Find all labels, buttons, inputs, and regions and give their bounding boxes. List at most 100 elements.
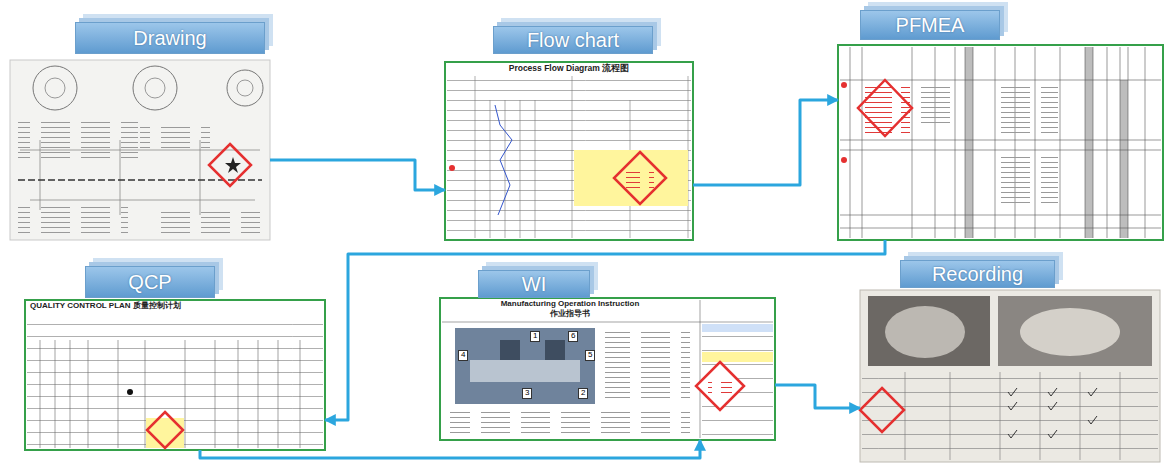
sheet-title: Process Flow Diagram 流程图: [445, 64, 693, 73]
document-panel: QCP: [25, 262, 325, 450]
table-column: [475, 76, 688, 238]
document-panel: Flow chart: [445, 22, 693, 240]
table-row: [840, 80, 1161, 228]
highlight-diamond: [860, 388, 904, 432]
key-star: [225, 157, 241, 173]
highlight-diamond: [858, 80, 912, 136]
highlight-diamond: [696, 362, 744, 410]
highlight-cell: [702, 352, 773, 362]
table-column: [850, 47, 1145, 238]
tab-title: Drawing: [133, 27, 206, 50]
table-rows: [27, 314, 323, 448]
highlight-diamond: [147, 412, 183, 448]
step-text: [450, 408, 690, 436]
sheet-title: QUALITY CONTROL PLAN 质量控制计划: [30, 302, 320, 311]
sheet: [440, 298, 775, 440]
pfmea-sheet: [838, 45, 1163, 240]
table-column: [40, 340, 300, 448]
cell-text: [998, 85, 1058, 135]
highlight-cell: [574, 150, 688, 206]
part-photo: [868, 296, 990, 366]
flow-arrow: [693, 100, 838, 185]
red-note: [626, 168, 654, 188]
document-panel: WI: [440, 266, 775, 440]
shaded-column: [1120, 80, 1128, 238]
flow-arrow: [200, 440, 700, 458]
callout-number: 2: [578, 388, 588, 399]
heading-tab: Recording: [900, 260, 1055, 288]
part-circle: [133, 66, 177, 110]
key-mark: [127, 389, 133, 395]
heading-tab: Flow chart: [493, 26, 653, 54]
machine-photo: [455, 328, 595, 404]
cell-text: [998, 155, 1058, 205]
key-mark: [841, 82, 847, 88]
document-panel: Drawing: [10, 18, 270, 240]
tab-title: Flow chart: [527, 29, 619, 52]
flow-arrow: [270, 160, 445, 190]
table-rows: [862, 372, 1158, 460]
part-photo: [998, 296, 1152, 366]
photo-detail: [1020, 308, 1120, 356]
shaded-column: [965, 47, 973, 238]
check-mark: [1008, 388, 1097, 438]
tab-title: WI: [522, 273, 546, 296]
sheet: [838, 45, 1163, 240]
photo-detail: [500, 340, 520, 360]
wi-sheet: [440, 298, 775, 440]
recording-sheet: [860, 290, 1160, 462]
header-cell: [702, 324, 773, 332]
highlight-diamond: [614, 152, 666, 204]
callout-number: 1: [530, 331, 540, 342]
part-circle: [45, 78, 65, 98]
heading-tab: QCP: [85, 266, 215, 298]
tab-title: QCP: [128, 271, 171, 294]
sheet: [445, 62, 693, 240]
callout-number: 6: [568, 331, 578, 342]
heading-tab: PFMEA: [860, 10, 1000, 40]
key-mark: [449, 165, 455, 171]
flow-arrow: [775, 385, 860, 408]
note-text: [140, 125, 210, 150]
cell-text: [915, 85, 955, 125]
photo-detail: [545, 340, 565, 360]
flow-arrow: [325, 240, 885, 420]
photo-detail: [885, 306, 965, 358]
note-text: [605, 330, 690, 400]
part-circle: [145, 78, 165, 98]
sketch-line: [20, 140, 260, 215]
title-block: [150, 210, 260, 235]
flow-trace: [495, 105, 512, 215]
photo-detail: [470, 360, 580, 382]
drawing-sheet: [10, 60, 270, 240]
qcp-sheet: [25, 300, 325, 450]
sheet: [10, 60, 270, 240]
heading-tab: Drawing: [75, 22, 265, 54]
note-text: [18, 205, 128, 235]
flow-chart-sheet: [445, 62, 693, 240]
table-line: [442, 300, 773, 438]
table-column: [905, 372, 1120, 460]
key-mark: [841, 157, 847, 163]
shaded-column: [1085, 47, 1093, 238]
sheet-title: Manufacturing Operation Instruction: [445, 300, 695, 309]
sheet-title: 作业指导书: [445, 310, 695, 319]
callout-number: 4: [458, 350, 468, 361]
red-note: [708, 378, 732, 394]
callout-number: 5: [585, 350, 595, 361]
part-circle: [227, 70, 263, 106]
sheet: [860, 290, 1160, 462]
document-panel: PFMEA: [838, 8, 1163, 240]
part-circle: [237, 80, 253, 96]
table-rows: [447, 76, 691, 238]
tab-title: Recording: [932, 263, 1023, 286]
red-note: [864, 85, 910, 135]
part-circle: [33, 66, 77, 110]
tab-title: PFMEA: [896, 14, 965, 37]
heading-tab: WI: [478, 270, 590, 298]
sheet: [25, 300, 325, 450]
callout-number: 3: [522, 388, 532, 399]
highlight-diamond: [209, 144, 251, 186]
document-panel: Recording: [860, 258, 1160, 462]
